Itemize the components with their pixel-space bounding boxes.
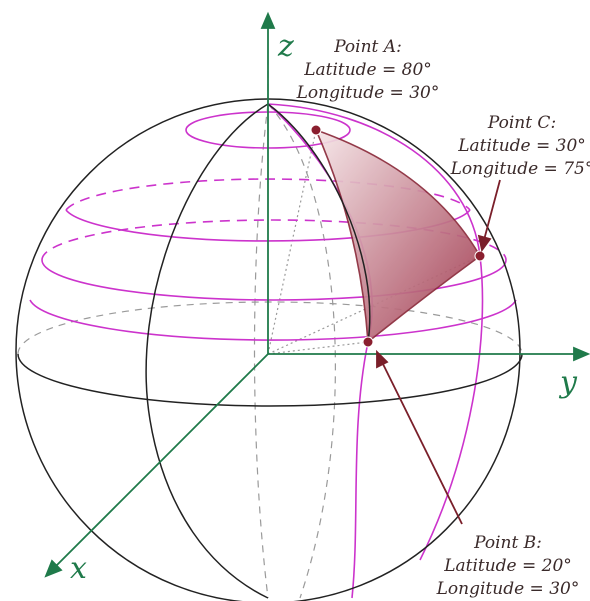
- vertex-a: [310, 124, 322, 136]
- vertex-b: [362, 336, 374, 348]
- hidden-lines: [17, 60, 523, 599]
- point-b-longitude: Longitude = 30°: [436, 579, 580, 599]
- label-point-c: Point C: Latitude = 30° Longitude = 75°: [450, 113, 590, 179]
- arrow-to-c-head: [477, 234, 492, 253]
- arrow-to-b-head: [376, 349, 389, 369]
- label-point-b: Point B: Latitude = 20° Longitude = 30°: [436, 533, 580, 599]
- hidden-meridian-right: [267, 103, 336, 599]
- point-b-name: Point B:: [473, 533, 542, 553]
- sphere-wireframe: [15, 98, 523, 601]
- axes: [44, 11, 590, 578]
- point-a-latitude: Latitude = 80°: [303, 60, 432, 80]
- point-b-latitude: Latitude = 20°: [443, 556, 572, 576]
- axis-y-label: y: [558, 365, 578, 400]
- front-meridian: [145, 103, 269, 599]
- point-c-name: Point C:: [487, 113, 556, 133]
- point-c-latitude: Latitude = 30°: [457, 136, 586, 156]
- spherical-triangle: [314, 128, 482, 344]
- front-meridian-right: [267, 103, 371, 343]
- axis-x-arrowhead: [44, 559, 63, 578]
- point-a-longitude: Longitude = 30°: [296, 83, 440, 103]
- equator-front: [17, 353, 523, 407]
- arrow-to-c: [483, 179, 501, 241]
- latitude-circles: [29, 103, 517, 599]
- axis-y-arrowhead: [573, 346, 590, 362]
- point-a-name: Point A:: [333, 37, 402, 57]
- pointer-arrows: [376, 179, 501, 525]
- point-c-longitude: Longitude = 75°: [450, 159, 590, 179]
- latitude-circle-30-back: [41, 219, 507, 261]
- label-point-a: Point A: Latitude = 80° Longitude = 30°: [296, 37, 440, 103]
- axis-x-label: x: [70, 551, 87, 586]
- vertices: [310, 124, 486, 348]
- vertex-c: [474, 250, 486, 262]
- hidden-radius-a: [267, 129, 317, 355]
- hidden-radius-b: [267, 341, 369, 355]
- hidden-meridian-left: [253, 103, 269, 599]
- axis-x: [53, 353, 269, 569]
- latitude-circle-20-front: [29, 299, 517, 341]
- axis-z-label: z: [277, 29, 294, 64]
- hidden-equator: [17, 301, 523, 355]
- arrow-to-b: [381, 361, 463, 525]
- axis-z-arrowhead: [260, 11, 276, 29]
- latitude-circle-30-front: [41, 259, 507, 301]
